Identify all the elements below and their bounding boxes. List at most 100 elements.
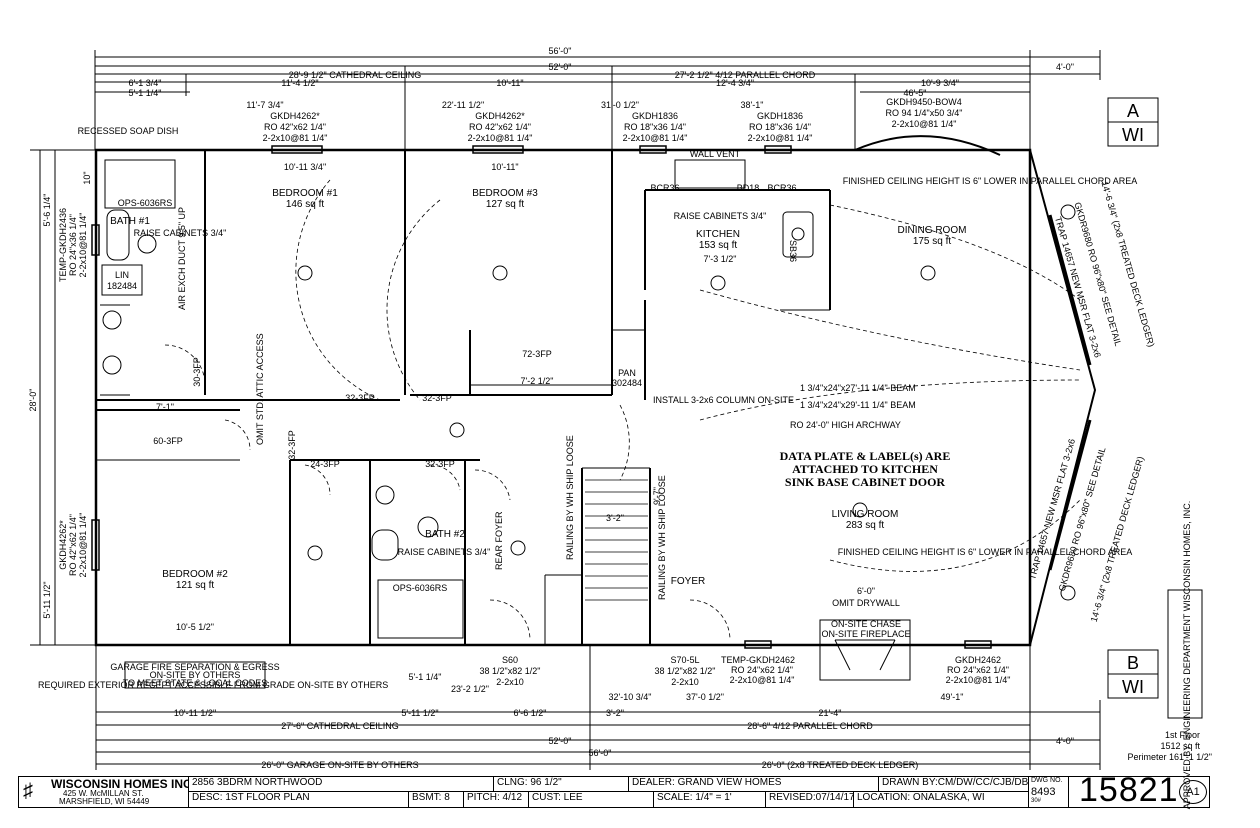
company-block: ♯ WISCONSIN HOMES INC. 425 W. McMILLAN S…	[19, 777, 189, 807]
bedroom2-name: BEDROOM #2	[162, 569, 228, 580]
ops1-label: OPS-6036RS	[118, 198, 173, 208]
bedroom3-dim: 10'-11"	[491, 162, 518, 172]
window-2-model: GKDH4262*	[475, 111, 525, 121]
tag-a: A	[1127, 101, 1139, 121]
scale-cell: SCALE: 1/4" = 1'	[654, 792, 766, 807]
dim-chord-bottom: 28'-6" 4/12 PARALLEL CHORD	[747, 721, 873, 731]
lin-label: LIN	[115, 270, 129, 280]
closet-24-3fp: 24-3FP	[310, 459, 340, 469]
raise-cab-kitchen: RAISE CABINETS 3/4"	[674, 211, 767, 221]
dim-deck-right-top: 4'-0"	[1056, 62, 1074, 72]
dim-d3: 10'-11"	[496, 78, 523, 88]
data-plate-line3: SINK BASE CABINET DOOR	[785, 475, 945, 489]
dwg-cell: DWG NO. 8493 30#	[1029, 777, 1069, 807]
cab-bd18: BD18	[737, 183, 760, 193]
closet-32-3fp-c: 32-3FP	[425, 459, 455, 469]
wall-vent-label: WALL VENT	[690, 149, 741, 159]
clng-cell: CLNG: 96 1/2"	[494, 777, 629, 792]
door-s70-ro: 38 1/2"x82 1/2"	[655, 666, 716, 676]
door-s70: S70-5L	[670, 655, 699, 665]
window-5-model: GKDH9450-BOW4	[886, 97, 962, 107]
dim-parallel-chord-top: 27'-2 1/2" 4/12 PARALLEL CHORD	[675, 70, 816, 80]
pitch-cell: PITCH: 4/12	[464, 792, 529, 807]
door-s60: S60	[502, 655, 518, 665]
cust-cell: CUST: LEE	[529, 792, 654, 807]
raise-cab-bath2: RAISE CABINETS 3/4"	[398, 547, 491, 557]
bedroom3-area: 127 sq ft	[486, 199, 525, 210]
window-gk-left-ro: RO 42"x62 1/4"	[68, 514, 78, 576]
dim-left-l3: 10"	[82, 171, 92, 184]
omit-drywall-label: OMIT DRYWALL	[832, 598, 900, 608]
window-2-hdr: 2-2x10@81 1/4"	[468, 133, 533, 143]
door-s60-ro: 38 1/2"x82 1/2"	[480, 666, 541, 676]
railing-2: RAILING BY WH SHIP LOOSE	[657, 475, 667, 600]
bedroom2-dim: 10'-5 1/2"	[176, 622, 214, 632]
dim-c1: 23'-2 1/2"	[451, 684, 489, 694]
bsmt-cell: BSMT: 8	[409, 792, 464, 807]
approved-by: APPROVED BY: ENGINEERING DEPARTMENT WISC…	[1182, 501, 1192, 810]
dim-d4: 12'-4 3/4"	[716, 78, 754, 88]
attic-access-label: OMIT STD. ATTIC ACCESS	[255, 333, 265, 445]
closet-32-3fp-b: 32-3FP	[422, 393, 452, 403]
trap-1: TRAP 14657 NEW MSR FLAT 3-2x6	[1053, 216, 1103, 359]
window-1-ro: RO 42"x62 1/4"	[264, 122, 326, 132]
dim-overall52-bottom: 52'-0"	[549, 736, 572, 746]
dim-c4: 49'-1"	[941, 692, 964, 702]
window-2-pos: 22'-11 1/2"	[442, 100, 484, 110]
bedroom1-dim: 10'-11 3/4"	[284, 162, 326, 172]
dim-left-l2: 5'-11 1/2"	[42, 581, 52, 618]
dim-left-total: 28'-0"	[28, 389, 38, 412]
garage-note-3: TO MEET STATE & LOCAL CODES	[123, 678, 268, 688]
fireplace-label: ON-SITE FIREPLACE	[821, 629, 910, 639]
window-gk-bottom-hdr: 2-2x10@81 1/4"	[946, 675, 1011, 685]
model-cell: 2856 3BDRM NORTHWOOD	[189, 777, 494, 792]
kitchen-name: KITCHEN	[696, 229, 740, 240]
closet-32-3fp-a: 32-3FP	[345, 393, 375, 403]
tag-b-sub: WI	[1122, 677, 1144, 697]
kitchen-area: 153 sq ft	[699, 240, 738, 251]
window-temp-bottom-ro: RO 24"x62 1/4"	[731, 665, 793, 675]
floor-perimeter: Perimeter 161'-1 1/2"	[1128, 752, 1212, 762]
window-3-pos: 31'-0 1/2"	[601, 100, 639, 110]
dim-b1: 10'-11 1/2"	[174, 708, 216, 718]
dim-d7: 46'-5"	[904, 88, 927, 98]
closet-32-3fp-d: 32-3FP	[287, 430, 297, 460]
closet-30-3fp: 30-3FP	[192, 357, 202, 387]
window-4-model: GKDH1836	[757, 111, 803, 121]
window-3-model: GKDH1836	[632, 111, 678, 121]
window-5-ro: RO 94 1/4"x50 3/4"	[886, 108, 963, 118]
garage-note-2: ON-SITE BY OTHERS	[150, 670, 241, 680]
window-temp-bottom: TEMP-GKDH2462	[721, 655, 795, 665]
ceiling-note-top: FINISHED CEILING HEIGHT IS 6" LOWER IN P…	[843, 176, 1138, 186]
railing-1: RAILING BY WH SHIP LOOSE	[565, 435, 575, 560]
window-4-hdr: 2-2x10@81 1/4"	[748, 133, 813, 143]
bedroom3-name: BEDROOM #3	[472, 188, 538, 199]
dealer-cell: DEALER: GRAND VIEW HOMES	[629, 777, 879, 792]
stair-width: 3'-2"	[606, 513, 624, 523]
pan-label: PAN	[618, 368, 636, 378]
data-plate-line2: ATTACHED TO KITCHEN	[792, 462, 938, 476]
dim-overall56-bottom: 56'-0"	[589, 748, 612, 758]
tag-b: B	[1127, 653, 1139, 673]
install-column-label: INSTALL 3-2x6 COLUMN ON-SITE	[653, 395, 794, 405]
dim-d2: 11'-4 1/2"	[281, 78, 318, 88]
title-block: ♯ WISCONSIN HOMES INC. 425 W. McMILLAN S…	[18, 771, 1210, 809]
window-3-hdr: 2-2x10@81 1/4"	[623, 133, 688, 143]
chase-label: ON-SITE CHASE	[831, 619, 901, 629]
dim-c5: 5'-1 1/4"	[409, 672, 442, 682]
window-3-ro: RO 18"x36 1/4"	[624, 122, 686, 132]
dim-d1: 6'-1 3/4"	[129, 78, 162, 88]
closet-60-3fp: 60-3FP	[153, 436, 183, 446]
dim-cathedral-bottom: 27'-6" CATHEDRAL CEILING	[281, 721, 398, 731]
garage-note-1: GARAGE FIRE SEPARATION & EGRESS	[110, 662, 279, 672]
window-4-pos: 38'-1"	[741, 100, 764, 110]
archway-label: RO 24'-0" HIGH ARCHWAY	[790, 420, 901, 430]
door-s60-hdr: 2-2x10	[496, 677, 524, 687]
foyer-name: FOYER	[671, 576, 705, 587]
window-gk-bottom-ro: RO 24"x62 1/4"	[947, 665, 1009, 675]
dim-c2: 32'-10 3/4"	[609, 692, 652, 702]
dwg-sub: 30#	[1031, 798, 1042, 804]
dim-deck-bottom: 26'-0" (2x8 TREATED DECK LEDGER)	[762, 760, 919, 770]
revised-cell: REVISED:07/14/17	[766, 792, 854, 807]
